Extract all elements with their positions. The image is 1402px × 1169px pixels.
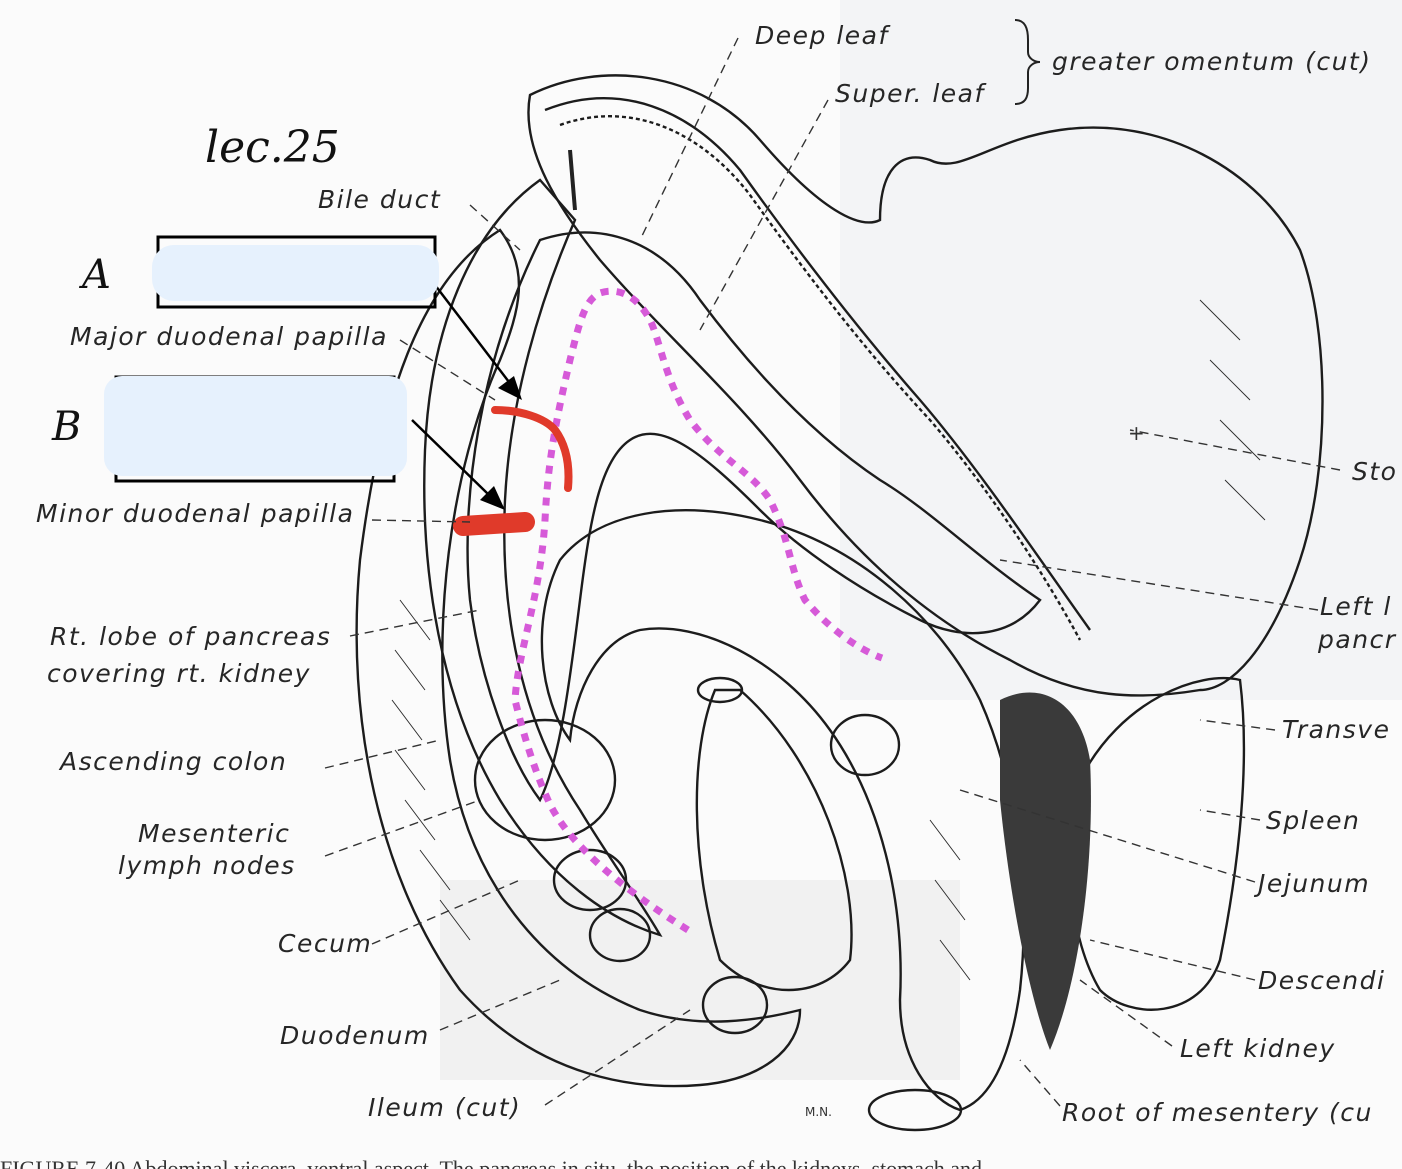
omentum-deep-leaf — [544, 97, 1091, 631]
lymph-node-2 — [588, 907, 652, 963]
major-papilla-red-mark — [491, 406, 573, 492]
label-root-mesentery: Root of mesentery (cu — [1062, 1098, 1373, 1127]
answer-box-b[interactable] — [104, 375, 407, 483]
left-kidney-region — [1000, 692, 1091, 1050]
handwritten-marker-b: B — [51, 404, 81, 450]
jejunum-cut-end — [829, 713, 901, 777]
artist-initials: M.N. — [805, 1105, 832, 1119]
answer-box-a[interactable] — [152, 235, 439, 309]
label-cecum: Cecum — [278, 929, 372, 958]
label-stomach: Sto — [1352, 457, 1397, 486]
figure-caption: FIGURE 7-40 Abdominal viscera, ventral a… — [0, 1156, 982, 1169]
label-rt-lobe-2: covering rt. kidney — [47, 659, 311, 688]
label-transverse: Transve — [1282, 715, 1390, 744]
label-mesenteric-2: lymph nodes — [118, 851, 296, 880]
label-spleen: Spleen — [1266, 806, 1360, 835]
arrow-a — [434, 284, 522, 400]
mesentery-fan — [695, 688, 853, 992]
minor-papilla-red-mark — [453, 512, 535, 536]
label-super-leaf: Super. leaf — [835, 79, 986, 108]
label-minor-papilla: Minor duodenal papilla — [36, 499, 354, 528]
label-greater-omentum: greater omentum (cut) — [1052, 47, 1371, 76]
handwritten-lecture-note: lec.25 — [205, 122, 340, 173]
labels-top: Deep leaf Super. leaf greater omentum (c… — [755, 21, 1371, 108]
cecum-shape — [473, 718, 617, 842]
label-left-lobe-2: pancr — [1317, 625, 1397, 654]
pancreas — [466, 231, 1042, 803]
lymph-node-1 — [552, 848, 628, 912]
label-deep-leaf: Deep leaf — [755, 21, 890, 50]
colon-outer-loop — [355, 228, 802, 1088]
labels-right: Sto Left l pancr Transve Spleen Jejunum … — [1062, 457, 1397, 1127]
mesentery-root-top — [696, 676, 744, 704]
label-mesenteric-1: Mesenteric — [138, 819, 290, 848]
arrow-b — [411, 419, 505, 510]
label-major-papilla: Major duodenal papilla — [70, 322, 388, 351]
label-jejunum: Jejunum — [1253, 869, 1370, 898]
bottom-text-bleed — [440, 880, 960, 1080]
label-rt-lobe-1: Rt. lobe of pancreas — [50, 622, 331, 651]
root-mesentery-cut — [867, 1088, 963, 1132]
stomach-outline — [527, 74, 1324, 697]
leader-lines — [324, 37, 1341, 1107]
right-page-tint — [840, 0, 1402, 700]
label-ascending-colon: Ascending colon — [58, 747, 287, 776]
omentum-brace — [1014, 19, 1041, 105]
label-descending: Descendi — [1258, 966, 1385, 995]
jejunum-loop — [540, 509, 1025, 1112]
label-left-kidney: Left kidney — [1180, 1034, 1336, 1063]
handwritten-marker-a: A — [78, 252, 111, 298]
viscera-drawing: + — [355, 74, 1324, 1132]
hatching — [391, 299, 1266, 981]
label-bile-duct: Bile duct — [318, 185, 441, 214]
label-duodenum: Duodenum — [280, 1021, 430, 1050]
ileum-cut-end — [701, 975, 769, 1035]
label-left-lobe-1: Left l — [1320, 592, 1392, 621]
pink-dotted-duct-outline — [511, 287, 884, 933]
label-ileum: Ileum (cut) — [368, 1093, 521, 1122]
cross-mark: + — [1128, 421, 1145, 445]
duodenum-loop — [423, 178, 663, 938]
bile-duct-stub — [568, 149, 577, 211]
omentum-super-leaf — [559, 115, 1082, 641]
labels-left: Bile duct Major duodenal papilla Minor d… — [36, 185, 521, 1122]
